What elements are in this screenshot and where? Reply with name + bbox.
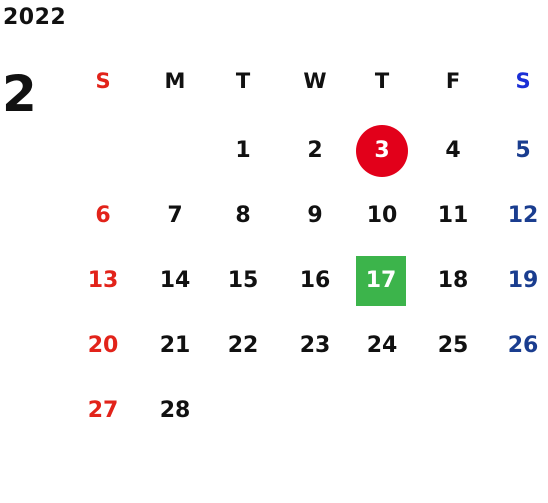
day-cell-8[interactable]: 8 — [235, 203, 251, 228]
day-cell-3-highlighted[interactable]: 3 — [347, 125, 417, 177]
month-label: 2 — [2, 65, 37, 123]
day-cell-25[interactable]: 25 — [437, 333, 469, 358]
year-label: 2022 — [3, 5, 67, 30]
day-cell-16[interactable]: 16 — [299, 268, 331, 293]
day-cell-28[interactable]: 28 — [159, 398, 191, 423]
day-cell-24[interactable]: 24 — [366, 333, 398, 358]
day-cell-5[interactable]: 5 — [515, 138, 531, 163]
day-cell-23[interactable]: 23 — [299, 333, 331, 358]
day-cell-14[interactable]: 14 — [159, 268, 191, 293]
day-cell-6[interactable]: 6 — [95, 203, 111, 228]
day-cell-7[interactable]: 7 — [167, 203, 183, 228]
weekday-header-thu: T — [374, 68, 390, 93]
day-cell-4[interactable]: 4 — [445, 138, 461, 163]
day-cell-9[interactable]: 9 — [307, 203, 323, 228]
day-cell-22[interactable]: 22 — [227, 333, 259, 358]
day-cell-17-highlighted[interactable]: 17 — [346, 256, 416, 306]
day-cell-18[interactable]: 18 — [437, 268, 469, 293]
day-cell-12[interactable]: 12 — [507, 203, 539, 228]
day-cell-21[interactable]: 21 — [159, 333, 191, 358]
red-circle-marker — [356, 125, 408, 177]
day-cell-1[interactable]: 1 — [235, 138, 251, 163]
green-square-marker — [356, 256, 406, 306]
day-cell-13[interactable]: 13 — [87, 268, 119, 293]
day-cell-11[interactable]: 11 — [437, 203, 469, 228]
day-cell-26[interactable]: 26 — [507, 333, 539, 358]
weekday-header-fri: F — [445, 68, 461, 93]
weekday-header-tue: T — [235, 68, 251, 93]
day-cell-2[interactable]: 2 — [307, 138, 323, 163]
day-cell-10[interactable]: 10 — [366, 203, 398, 228]
day-cell-20[interactable]: 20 — [87, 333, 119, 358]
weekday-header-sun: S — [95, 68, 111, 93]
day-cell-19[interactable]: 19 — [507, 268, 539, 293]
day-cell-15[interactable]: 15 — [227, 268, 259, 293]
day-cell-27[interactable]: 27 — [87, 398, 119, 423]
weekday-header-wed: W — [303, 68, 327, 93]
weekday-header-mon: M — [164, 68, 186, 93]
weekday-header-sat: S — [515, 68, 531, 93]
